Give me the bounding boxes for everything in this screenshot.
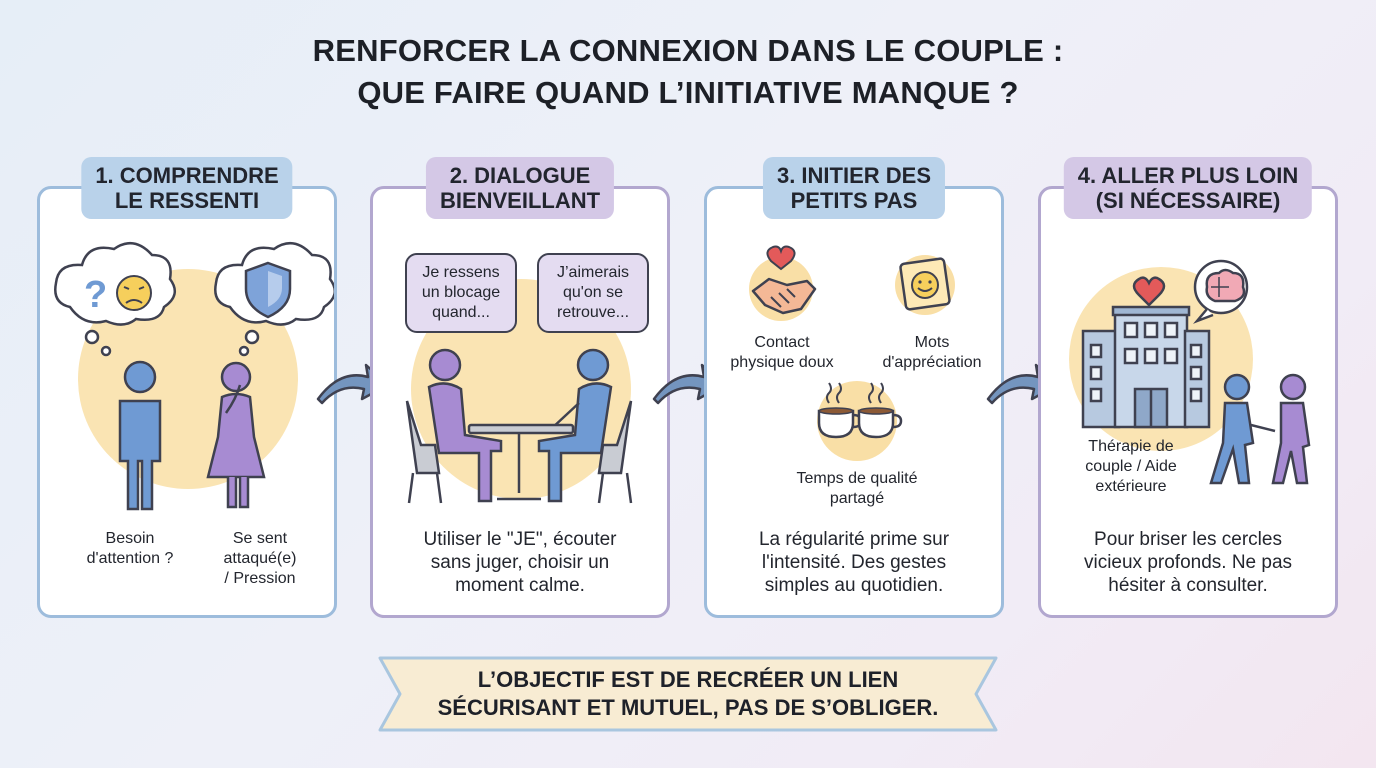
step-card-1-understand: 1. COMPRENDRE LE RESSENTI ? [37,157,337,618]
step-4-illustration [1069,259,1311,485]
chair-left [405,400,443,504]
speech-bubble-right: J’aimerais qu'on se retrouve... [537,253,649,333]
step-1-illustration: ? [54,242,334,511]
infographic-title: RENFORCER LA CONNEXION DANS LE COUPLE : … [0,30,1376,114]
step-4-description: Pour briser les cercles vicieux profonds… [1083,529,1293,596]
step-card-4-go-further: 4. ALLER PLUS LOIN (SI NÉCESSAIRE) [1038,157,1338,618]
caption-quality-time: Temps de qualité partagé [796,470,918,507]
step-3-label: 3. INITIER DES PETITS PAS [762,157,946,219]
step-card-2-dialogue: 2. DIALOGUE BIENVEILLANT Je [370,157,670,618]
conclusion-banner: L’OBJECTIF EST DE RECRÉER UN LIEN SÉCURI… [378,656,998,732]
question-mark-icon: ? [84,274,107,316]
brain-bubble-icon [1193,259,1249,324]
sad-face-icon [116,275,152,311]
coffee-cups-icon [817,381,903,461]
banner-text: L’OBJECTIF EST DE RECRÉER UN LIEN SÉCURI… [437,667,939,720]
step-2-description: Utiliser le "JE", écouter sans juger, ch… [423,529,617,596]
ribbon-shape [378,656,998,732]
caption-therapy: Thérapie de couple / Aide extérieure [1085,438,1177,495]
step-2-illustration [405,279,633,504]
step-1-label: 1. COMPRENDRE LE RESSENTI [81,157,293,219]
handshake-heart-icon [749,245,817,321]
building-heart-icon [1081,276,1211,429]
walking-couple-icon [1209,373,1311,485]
title-line-1: RENFORCER LA CONNEXION DANS LE COUPLE : [312,33,1064,68]
figure-purple-person [206,361,266,509]
figure-blue-sitting [537,348,613,503]
figure-blue-person [118,360,162,511]
caption-words-appreciation: Mots d'appréciation [882,334,982,371]
shield-icon [244,261,292,319]
figure-purple-sitting [427,348,503,503]
step-card-3-small-steps: 3. INITIER DES PETITS PAS Conta [704,157,1004,618]
title-line-2: QUE FAIRE QUAND L’INITIATIVE MANQUE ? [357,75,1019,110]
caption-physical-contact: Contact physique doux [730,334,834,371]
step-4-label: 4. ALLER PLUS LOIN (SI NÉCESSAIRE) [1063,157,1313,219]
caption-feels-attacked: Se sent attaqué(e) / Pression [223,530,297,587]
chair-right [597,400,633,504]
caption-need-attention: Besoin d'attention ? [86,530,174,567]
smiley-note-icon [895,255,955,315]
speech-bubble-left: Je ressens un blocage quand... [405,253,517,333]
table [467,423,575,501]
step-3-illustration [749,245,955,461]
step-3-description: La régularité prime sur l'intensité. Des… [758,529,950,596]
step-2-label: 2. DIALOGUE BIENVEILLANT [425,157,615,219]
